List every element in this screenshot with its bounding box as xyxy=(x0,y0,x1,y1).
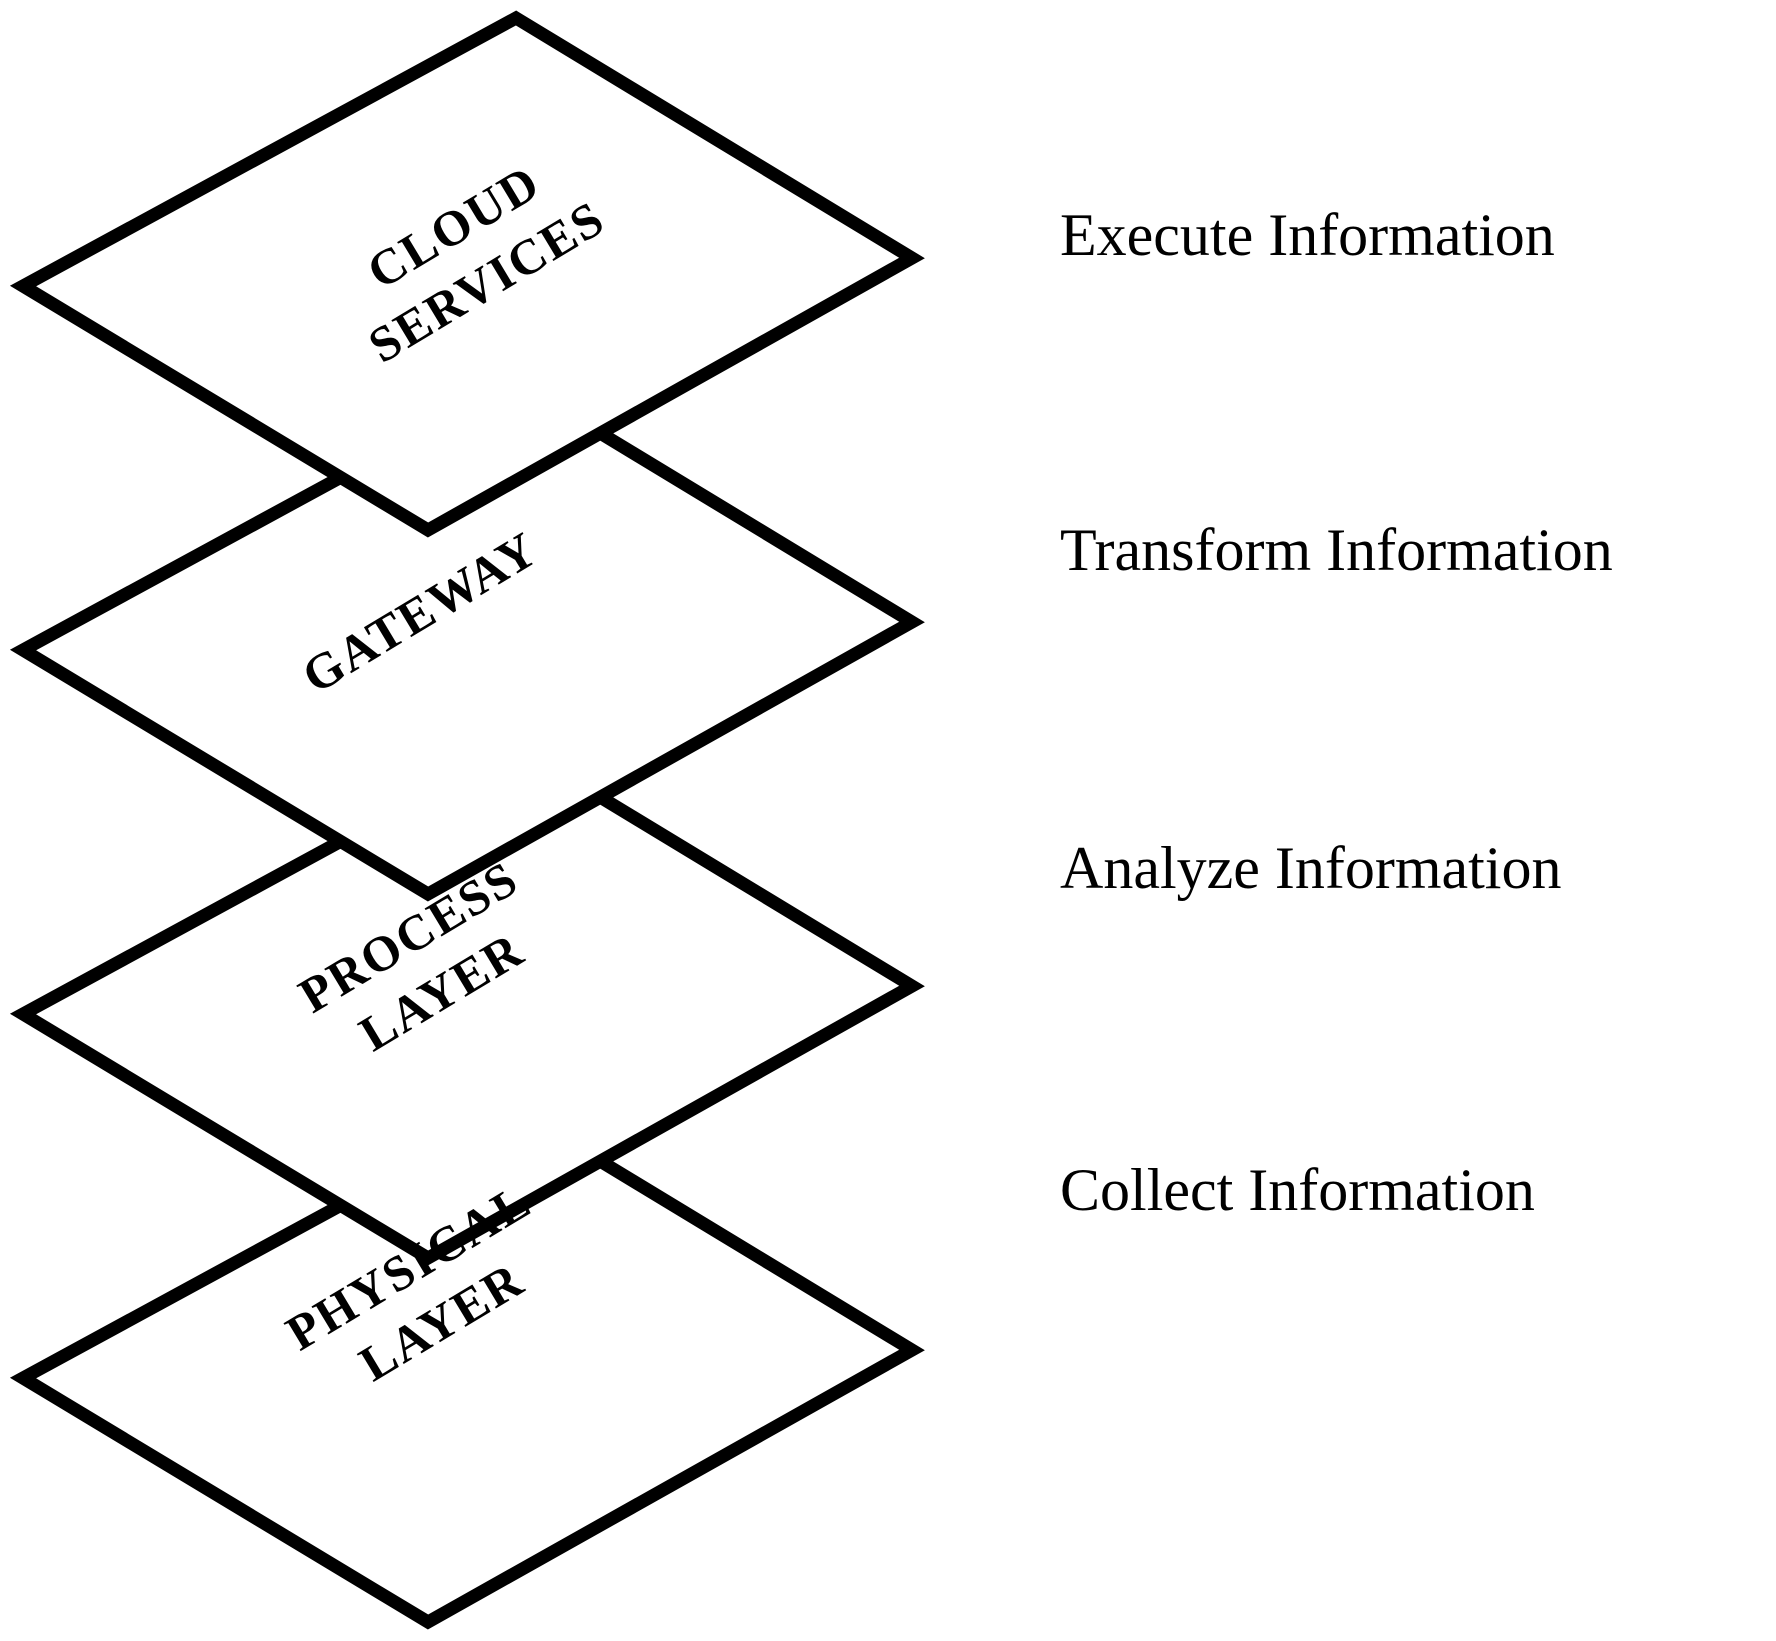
side-label-execute-information: Execute Information xyxy=(1060,202,1555,268)
side-label-transform-information: Transform Information xyxy=(1060,517,1613,583)
layer-shape-process-layer xyxy=(9,738,925,1266)
layer-stack: CLOUD SERVICES GATEWAY PROCESS LAYER PHY… xyxy=(9,10,925,1630)
side-label-collect-information: Collect Information xyxy=(1060,1157,1535,1223)
layer-shape-gateway xyxy=(9,374,925,902)
layer-shape-physical-layer xyxy=(9,1102,925,1630)
side-label-analyze-information: Analyze Information xyxy=(1060,835,1562,901)
layer-shape-cloud-services xyxy=(9,10,925,538)
